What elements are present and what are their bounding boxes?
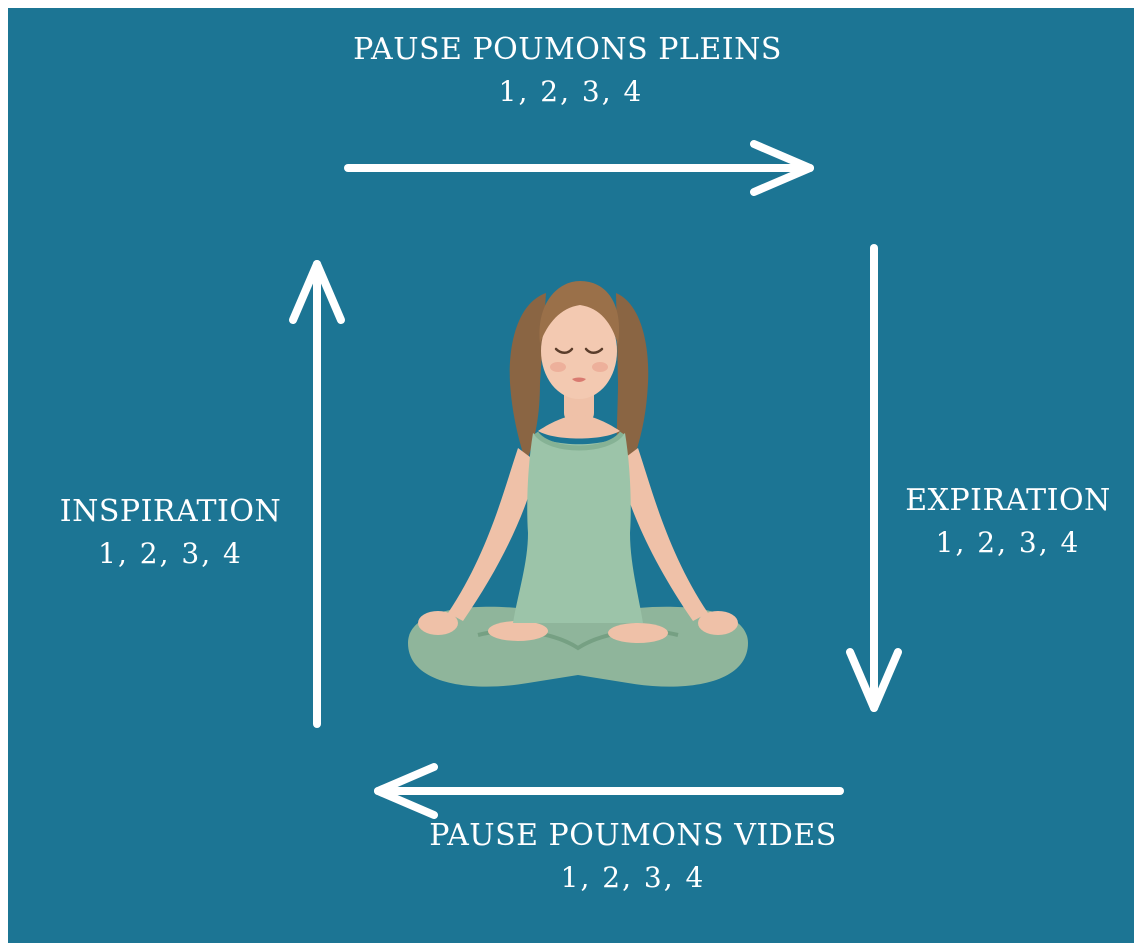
step-pause-full: PAUSE POUMONS PLEINS 1, 2, 3, 4 xyxy=(8,30,1134,114)
arrow-down-icon xyxy=(850,248,898,708)
step-exhale-title: EXPIRATION xyxy=(888,481,1128,521)
step-exhale-count: 1, 2, 3, 4 xyxy=(888,521,1128,565)
meditating-woman-icon xyxy=(368,263,788,703)
arrow-right-icon xyxy=(348,144,810,192)
arrow-up-icon xyxy=(293,264,341,724)
step-inhale: INSPIRATION 1, 2, 3, 4 xyxy=(48,492,293,576)
step-pause-full-title: PAUSE POUMONS PLEINS xyxy=(8,30,1134,70)
step-exhale: EXPIRATION 1, 2, 3, 4 xyxy=(888,481,1128,565)
arrow-left-icon xyxy=(378,767,840,815)
step-pause-empty-count: 1, 2, 3, 4 xyxy=(403,856,863,900)
box-breathing-diagram: PAUSE POUMONS PLEINS 1, 2, 3, 4 EXPIRATI… xyxy=(8,8,1134,943)
step-pause-empty: PAUSE POUMONS VIDES 1, 2, 3, 4 xyxy=(403,816,863,900)
step-pause-empty-title: PAUSE POUMONS VIDES xyxy=(403,816,863,856)
step-inhale-count: 1, 2, 3, 4 xyxy=(48,532,293,576)
step-pause-full-count: 1, 2, 3, 4 xyxy=(8,70,1134,114)
step-inhale-title: INSPIRATION xyxy=(48,492,293,532)
